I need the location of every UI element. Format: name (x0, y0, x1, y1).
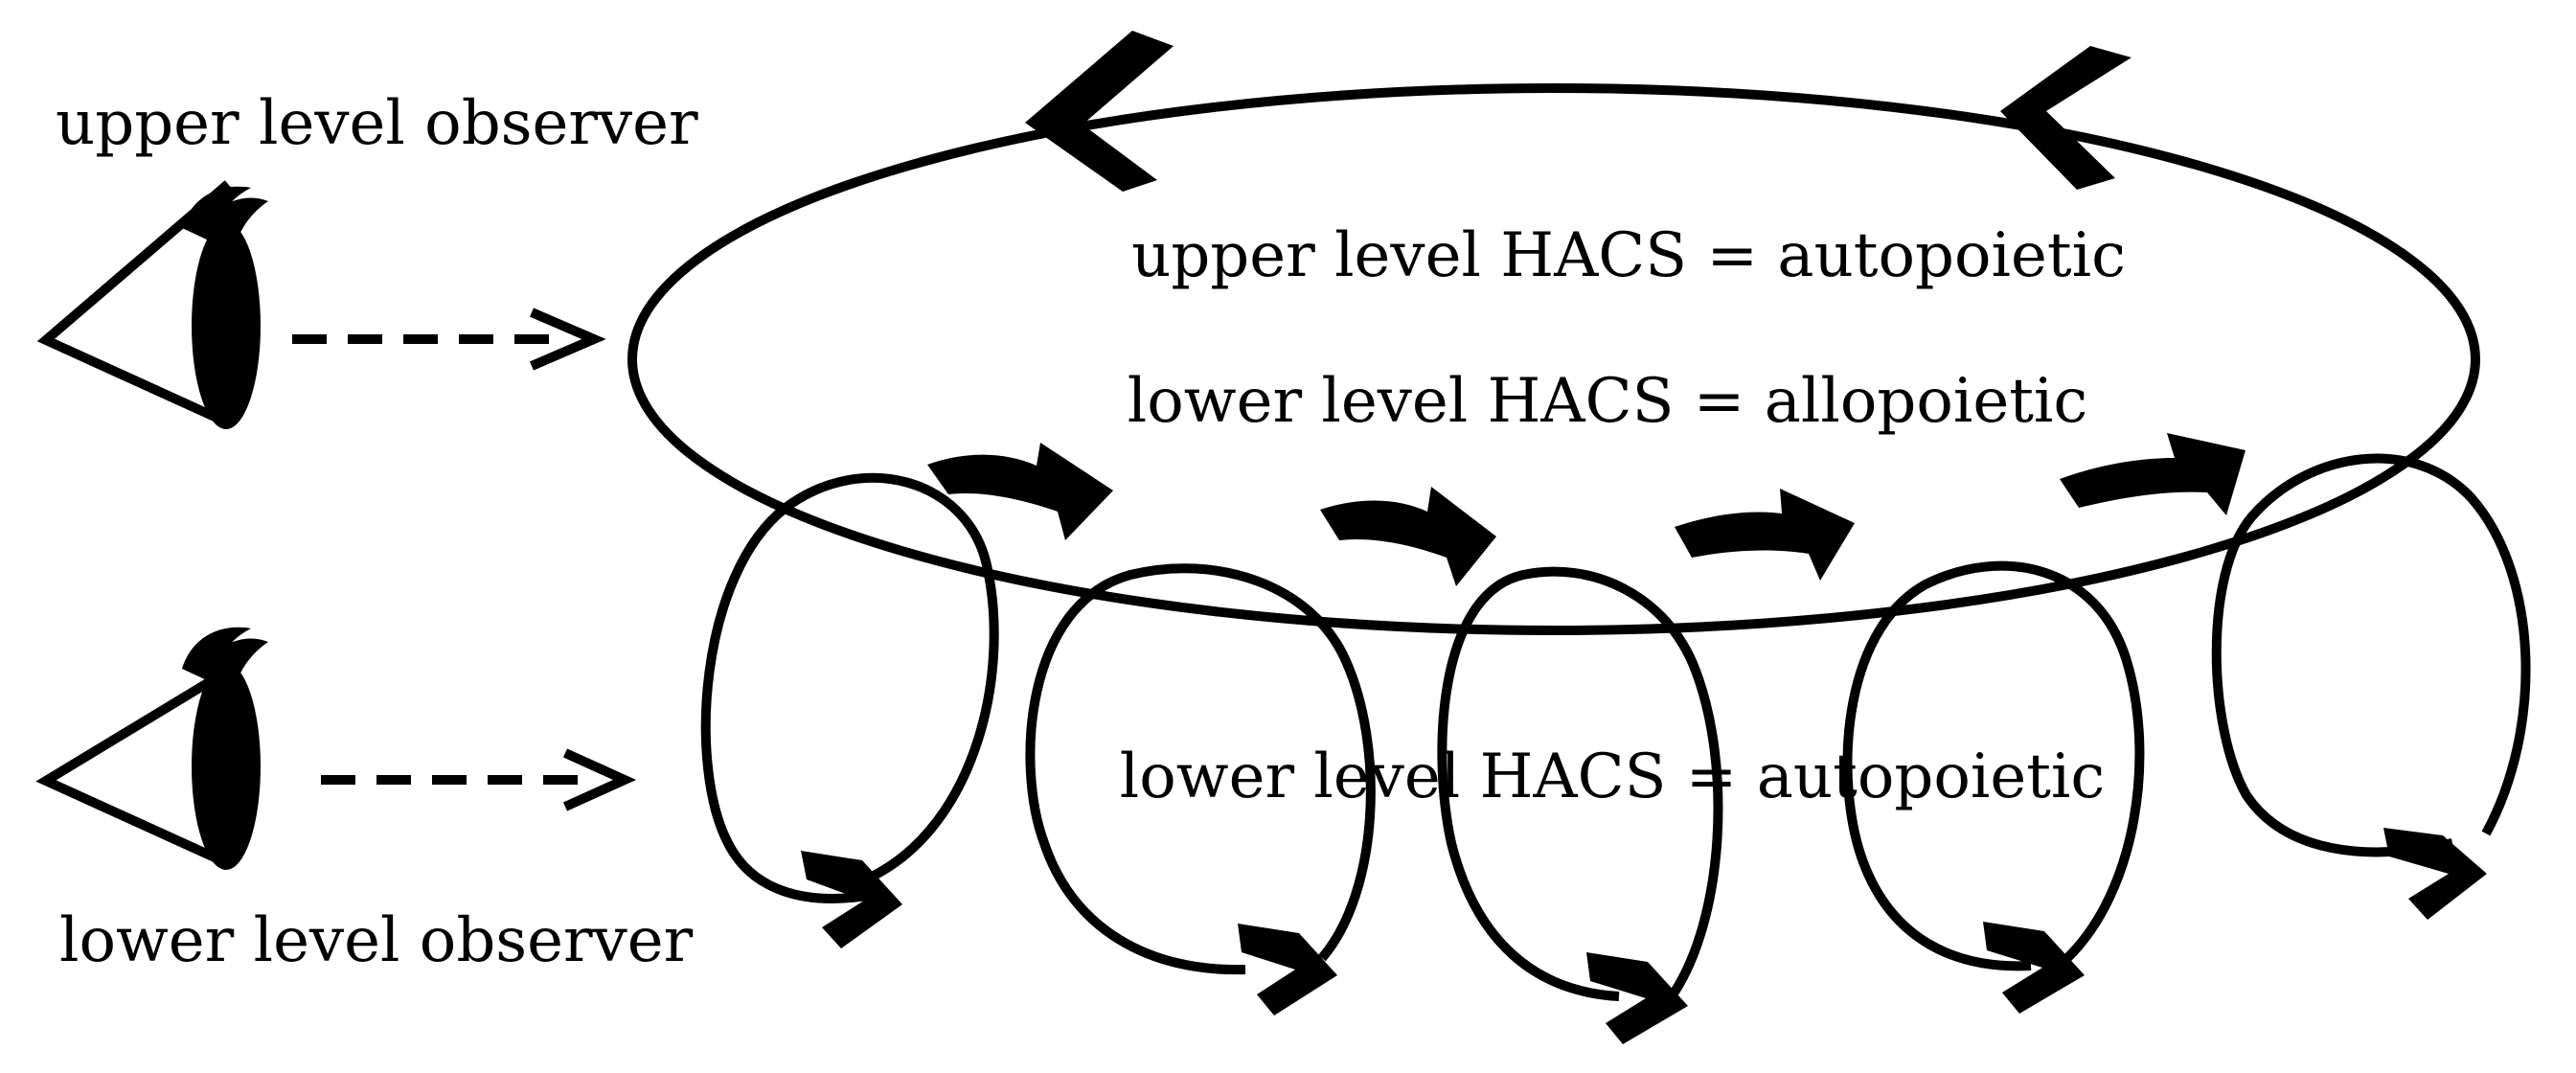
lower-observer-arrowhead (562, 748, 637, 811)
upper-autopoietic-label: upper level HACS = autopoietic (1131, 220, 2126, 291)
transfer-arrow-4 (2060, 433, 2245, 515)
lower-loop-2 (1025, 563, 1376, 975)
transfer-arrows (927, 433, 2245, 586)
lower-allopoietic-label: lower level HACS = allopoietic (1128, 366, 2087, 437)
lower-loop-4 (1842, 560, 2145, 971)
transfer-arrow-1 (927, 443, 1113, 540)
lower-loop-4-arrowhead (1983, 922, 2085, 1014)
upper-observer-arrowhead (530, 308, 606, 371)
lower-loop-3 (1437, 566, 1723, 1001)
upper-cycle-left-arrowhead (1025, 31, 1174, 192)
lower-loop-2-arrowhead (1238, 924, 1337, 1016)
lower-level-loops (700, 453, 2531, 1044)
transfer-arrow-2 (1320, 487, 1496, 586)
upper-cycle-right-arrowhead (2000, 46, 2131, 190)
lower-autopoietic-label: lower level HACS = autopoietic (1120, 742, 2105, 812)
lower-loop-3-arrowhead (1586, 952, 1688, 1044)
lower-observer-label: lower level observer (59, 905, 694, 976)
upper-observer-label: upper level observer (56, 88, 698, 159)
lower-loop-5-arrowhead (2383, 828, 2487, 920)
lower-loop-5 (2211, 453, 2531, 857)
lower-eye-icon (35, 627, 268, 870)
upper-eye-icon (36, 180, 268, 429)
transfer-arrow-3 (1675, 489, 1855, 581)
lower-loop-1-arrowhead (801, 851, 902, 948)
lower-loop-1 (700, 472, 999, 903)
upper-level-cycle (627, 83, 2480, 635)
